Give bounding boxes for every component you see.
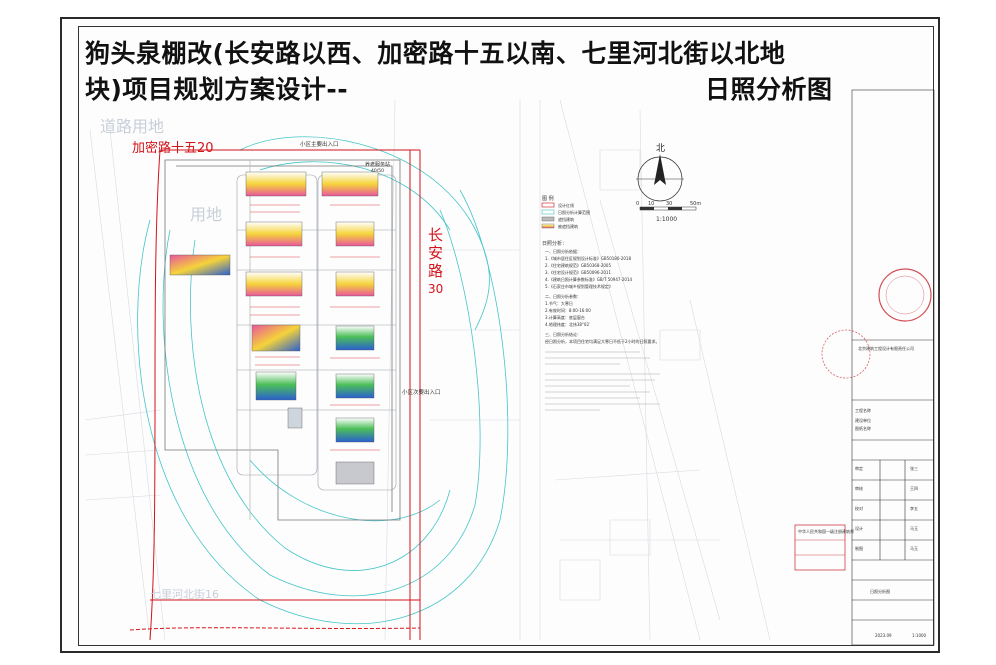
- title-line-3: 日照分析图: [705, 75, 833, 104]
- road-label-east-3: 路: [428, 262, 443, 280]
- legend-item-1: 日照分析计算范围: [558, 209, 590, 215]
- notes-line-9: 3.计算高度：底层窗台: [545, 314, 585, 320]
- buildings: [169, 171, 379, 485]
- notes-line-7: 1.节气：大寒日: [545, 300, 573, 306]
- stamp-text: 中华人民共和国一级注册建筑师: [798, 528, 854, 534]
- building-e5: [335, 373, 375, 399]
- notes-body-lines: [545, 351, 660, 411]
- notes-line-11: 三、日照分析结论：: [545, 331, 581, 337]
- road-label-north: 加密路十五20: [132, 140, 214, 156]
- notes-heading: 日照分析：: [542, 240, 567, 247]
- title-line-2: 块)项目规划方案设计--: [85, 75, 349, 104]
- notes-line-12: 经日照分析，本项目住宅均满足大寒日不低于2小时的日照要求。: [545, 338, 660, 344]
- building-service: [287, 407, 303, 429]
- building-west-edge: [169, 254, 231, 276]
- building-e3: [335, 271, 375, 297]
- building-w3: [245, 271, 303, 297]
- building-e7: [335, 461, 375, 485]
- tb-row-value-6: 马玉: [910, 525, 918, 531]
- faded-land-label: 用地: [190, 205, 222, 224]
- scale-bar: [639, 206, 697, 211]
- drawing-frame: [78, 26, 934, 646]
- stamps: [794, 268, 932, 571]
- building-e2: [335, 221, 375, 247]
- title-line-1: 狗头泉棚改(长安路以西、加密路十五以南、七里河北街以北地: [85, 39, 786, 68]
- building-w2: [245, 221, 303, 247]
- legend: [541, 202, 555, 229]
- building-e1: [321, 171, 379, 197]
- building-w5: [255, 371, 297, 401]
- tb-row-value-4: 王四: [910, 486, 918, 491]
- north-arrow: [636, 154, 684, 202]
- red-lines: [129, 149, 421, 641]
- north-label: 北: [656, 143, 665, 154]
- tb-row-label-3: 审定: [855, 465, 863, 471]
- building-e4: [335, 325, 375, 351]
- building-e6: [335, 417, 375, 443]
- site-outline: [164, 159, 401, 521]
- tb-row-value-3: 张三: [910, 465, 918, 471]
- notes-line-6: 二、日照分析参数：: [545, 293, 581, 299]
- building-callouts: [250, 204, 380, 451]
- company-name: 北京建筑工程设计有限责任公司: [858, 345, 914, 351]
- tb-row-value-7: 马玉: [910, 545, 918, 551]
- scale-tick-0: 0: [636, 201, 639, 207]
- sunshine-contours: [137, 136, 509, 625]
- road-label-east-num: 30: [428, 282, 443, 296]
- tb-row-label-6: 设计: [855, 525, 863, 531]
- scale-tick-3: 50m: [690, 201, 701, 207]
- notes-line-1: 1.《城市居住区规划设计标准》GB50180-2018: [545, 255, 631, 261]
- drawing-sheet: [60, 17, 940, 653]
- notes-line-3: 3.《住宅设计规范》GB50096-2011: [545, 269, 611, 275]
- title-block: [851, 89, 935, 646]
- tb-date: 2023.09: [875, 633, 892, 638]
- tb-scale: 1:1000: [912, 633, 927, 638]
- faded-road-label: 道路用地: [100, 117, 164, 136]
- tb-row-value-5: 李五: [910, 505, 918, 511]
- road-label-east-2: 安: [428, 244, 443, 262]
- building-sublabel: 40/50: [371, 168, 384, 174]
- tb-row-label-0: 工程名称: [855, 407, 871, 413]
- side-exit-label: 小区次要出入口: [402, 388, 441, 396]
- tb-row-label-7: 制图: [855, 545, 863, 551]
- scale-tick-1: 10: [648, 201, 654, 207]
- building-w4: [251, 324, 301, 352]
- legend-heading: 图 例: [542, 195, 554, 202]
- legend-item-0: 设计红线: [558, 202, 574, 208]
- notes-line-8: 2.有效时间：8:00-16:00: [545, 307, 591, 313]
- base-map: [84, 99, 771, 641]
- notes-line-5: 5.《石家庄市城乡规划管理技术规定》: [545, 283, 613, 289]
- building-w1: [245, 171, 307, 197]
- scale-tick-2: 30: [666, 201, 672, 207]
- notes-line-10: 4.地理纬度：北纬38°02′: [545, 321, 590, 327]
- tb-row-label-1: 建设单位: [855, 417, 871, 423]
- building-label: 养老服务站: [365, 161, 390, 168]
- notes-line-2: 2.《住宅建筑规范》GB50368-2005: [545, 262, 611, 268]
- road-label-south: 七里河北街16: [150, 587, 219, 601]
- main-entrance-label: 小区主要出入口: [300, 140, 339, 148]
- road-label-east-1: 长: [428, 226, 443, 244]
- tb-row-label-4: 审核: [855, 485, 863, 491]
- legend-item-3: 被遮挡建筑: [558, 223, 578, 229]
- scale-ratio: 1:1000: [656, 216, 677, 223]
- tb-drawing-no: 日照分析图: [870, 588, 890, 594]
- notes-line-4: 4.《建筑日照计算参数标准》GB/T 50947-2014: [545, 276, 633, 282]
- legend-item-2: 遮挡建筑: [558, 216, 574, 222]
- notes-line-0: 一、日照分析依据：: [545, 248, 581, 254]
- tb-row-label-2: 图纸名称: [855, 425, 871, 431]
- tb-row-label-5: 校对: [855, 505, 863, 511]
